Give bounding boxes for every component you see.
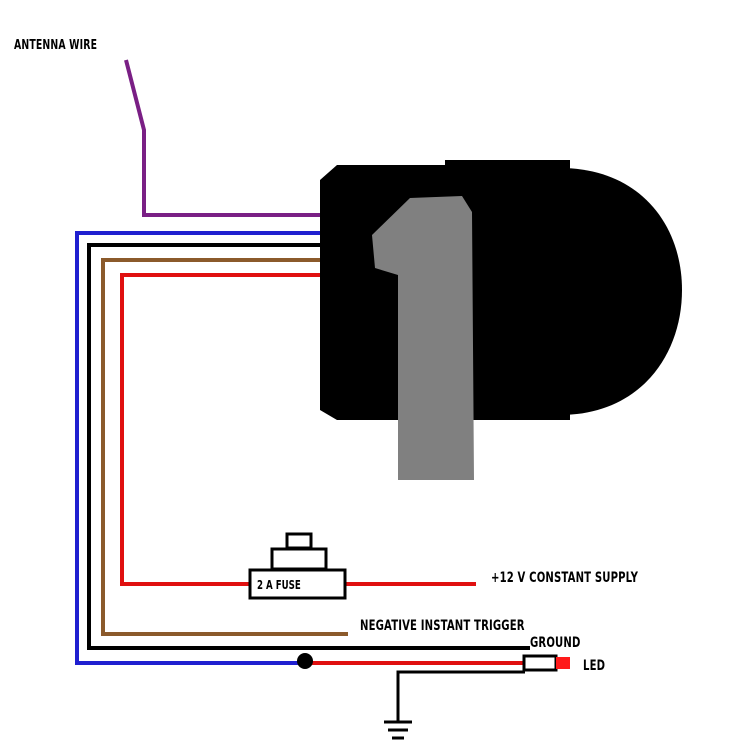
fuse-body (248, 568, 347, 600)
fuse-top-cap (285, 532, 313, 550)
antenna-wire (124, 59, 320, 217)
supply-label: +12 V CONSTANT SUPPLY (491, 570, 639, 586)
fuse (248, 532, 347, 600)
fuse-neck (270, 547, 328, 571)
device-unit (320, 160, 682, 480)
ground-symbol-icon (384, 670, 525, 740)
led-label: LED (583, 658, 606, 674)
device-dome (560, 168, 682, 415)
red-supply-wire (120, 273, 320, 586)
antenna-wire-label: ANTENNA WIRE (14, 38, 98, 53)
led-tip (556, 657, 570, 669)
led-body (522, 654, 558, 672)
black-ground-wire (87, 243, 530, 650)
ground-label: GROUND (530, 635, 581, 651)
fuse-label: 2 A FUSE (257, 578, 301, 592)
junction-dot (297, 653, 313, 669)
trigger-label: NEGATIVE INSTANT TRIGGER (360, 618, 525, 634)
brown-trigger-wire (101, 258, 348, 636)
device-handle (372, 196, 474, 480)
